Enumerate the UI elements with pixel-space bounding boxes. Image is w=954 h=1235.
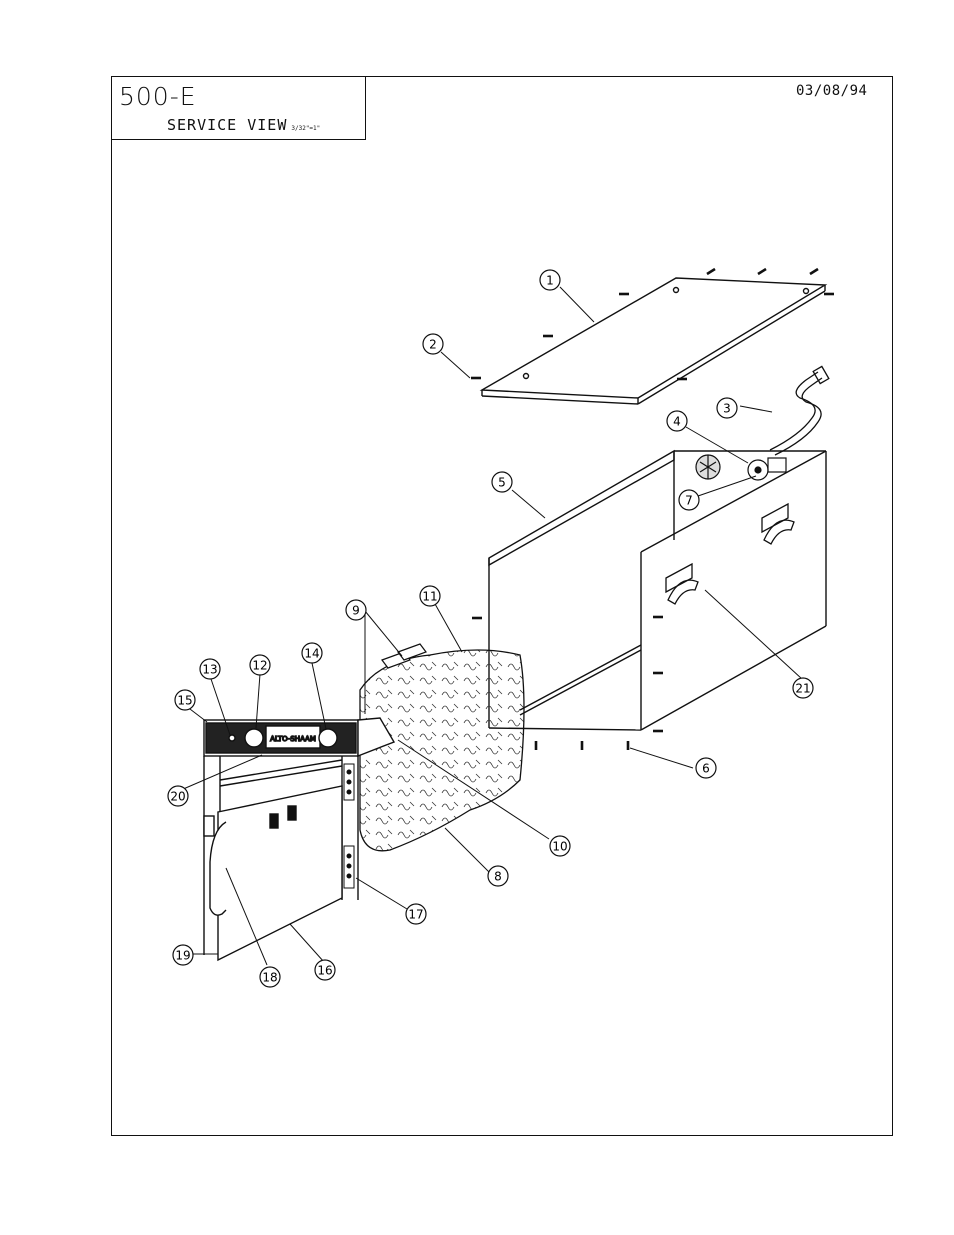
callout-7: 7	[679, 490, 699, 510]
top-cover	[482, 278, 825, 404]
callout-17: 17	[406, 904, 426, 924]
callout-9: 9	[346, 600, 366, 620]
callout-10: 10	[550, 836, 570, 856]
callout-4: 4	[667, 411, 687, 431]
callout-13: 13	[200, 659, 220, 679]
callout-number: 4	[673, 415, 681, 429]
callout-number: 16	[317, 964, 332, 978]
cabinet-shell	[489, 451, 826, 730]
callout-8: 8	[488, 866, 508, 886]
callout-2: 2	[423, 334, 443, 354]
callout-number: 5	[498, 476, 506, 490]
callout-20: 20	[168, 786, 188, 806]
callout-number: 18	[262, 971, 277, 985]
callout-number: 7	[685, 494, 693, 508]
oven-door	[204, 786, 342, 960]
callout-1: 1	[540, 270, 560, 290]
callout-number: 10	[552, 840, 567, 854]
callout-number: 11	[422, 590, 437, 604]
insulation-blanket	[360, 650, 524, 851]
callout-11: 11	[420, 586, 440, 606]
callout-number: 8	[494, 870, 502, 884]
callout-number: 19	[175, 949, 190, 963]
callout-number: 2	[429, 338, 437, 352]
power-cord	[770, 366, 829, 455]
callout-21: 21	[793, 678, 813, 698]
callout-number: 6	[702, 762, 710, 776]
callout-12: 12	[250, 655, 270, 675]
callout-number: 13	[202, 663, 217, 677]
callout-number: 3	[723, 402, 731, 416]
callout-number: 17	[408, 908, 423, 922]
door-hinges	[344, 764, 354, 888]
callout-18: 18	[260, 967, 280, 987]
callout-number: 15	[177, 694, 192, 708]
callout-3: 3	[717, 398, 737, 418]
callout-5: 5	[492, 472, 512, 492]
callout-number: 12	[252, 659, 267, 673]
callout-number: 1	[546, 274, 554, 288]
callout-15: 15	[175, 690, 195, 710]
callout-6: 6	[696, 758, 716, 778]
callout-number: 20	[170, 790, 185, 804]
side-handles	[666, 504, 794, 604]
callout-number: 21	[795, 682, 810, 696]
callout-number: 14	[304, 647, 319, 661]
callout-19: 19	[173, 945, 193, 965]
callout-14: 14	[302, 643, 322, 663]
callout-number: 9	[352, 604, 360, 618]
svg-text:ALTO-SHAAM: ALTO-SHAAM	[270, 735, 316, 743]
callout-16: 16	[315, 960, 335, 980]
